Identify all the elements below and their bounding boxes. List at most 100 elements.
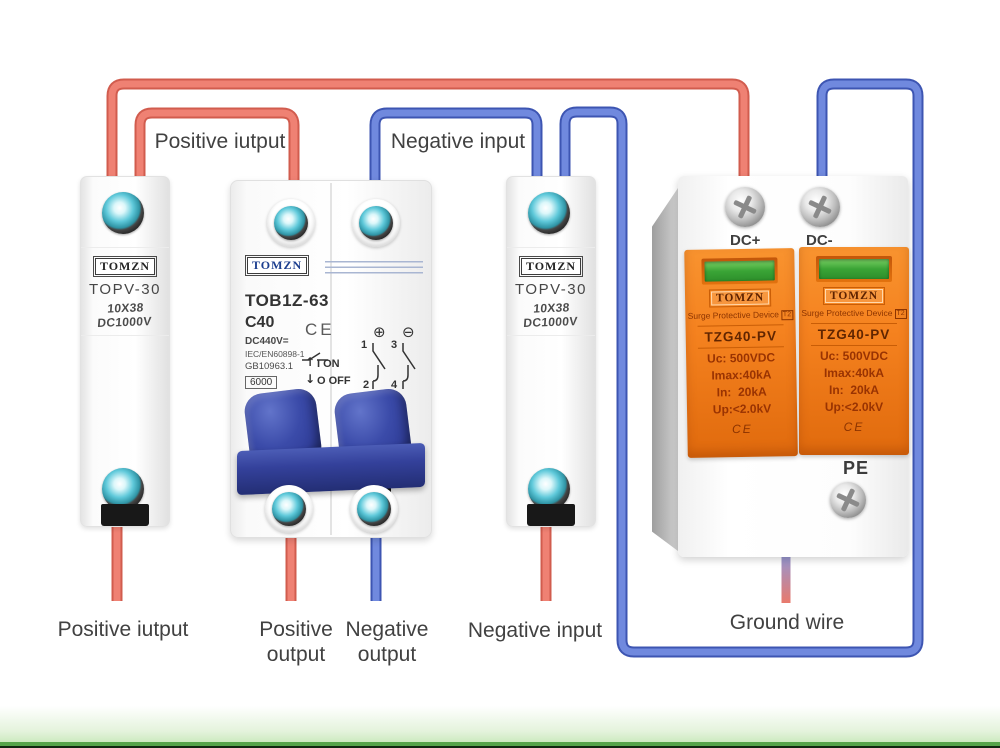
dc-breaker: TOMZN TOB1Z-63 C40 DC440V= IEC/EN60898-1…: [230, 180, 432, 538]
arrow-up-icon: ↑: [305, 355, 316, 369]
label-positive-output-line1: Positive: [259, 618, 333, 641]
brand-logo: TOMZN: [822, 287, 886, 305]
breaker-standard-2: GB10963.1: [245, 361, 294, 372]
dc-plus-terminal-label: DC+: [730, 232, 761, 249]
label-positive-output-line2: output: [266, 643, 326, 666]
label-negative-output-line1: Negative: [345, 618, 429, 641]
seam-line: [81, 247, 169, 248]
breaker-terminal-top-left: [267, 199, 315, 247]
breaker-terminal-top-right: [352, 199, 400, 247]
fuse-label-plate: TOMZN TOPV-30 10X38 DC1000V: [83, 256, 167, 330]
spd-side-face: [652, 182, 682, 554]
on-label: I ON: [317, 358, 340, 370]
terminal-number-2: 2: [363, 379, 370, 391]
status-window: [816, 256, 892, 282]
arrow-down-icon: ↓: [305, 372, 316, 386]
module-model: TZG40-PV: [697, 324, 784, 349]
ce-mark: CE: [731, 421, 753, 437]
label-bottom-negative-input: Negative input: [467, 619, 603, 642]
seam-line: [507, 335, 595, 336]
fuse-rating: 10X38 DC1000V: [522, 300, 579, 330]
breaker-standard-1: IEC/EN60898-1: [245, 349, 305, 359]
terminal-screw-icon: [272, 492, 306, 526]
status-window: [701, 257, 778, 285]
label-ground-wire: Ground wire: [729, 611, 845, 634]
terminal-number-3: 3: [391, 339, 398, 351]
polarity-minus-icon: ⊖: [402, 323, 415, 341]
off-label: O OFF: [317, 375, 351, 387]
footer-green-line: [0, 742, 1000, 746]
decorative-stripes-icon: [325, 261, 423, 275]
fuse-model: TOPV-30: [89, 281, 161, 298]
breaker-voltage: DC440V=: [245, 336, 289, 347]
label-negative-output-line2: output: [357, 643, 417, 666]
label-negative-output: Negative output: [335, 617, 439, 667]
terminal-screw-icon: [359, 206, 393, 240]
terminal-screw-icon: [528, 192, 570, 234]
breaker-model: TOB1Z-63: [245, 291, 329, 310]
label-bottom-positive-input: Positive iutput: [57, 618, 189, 641]
terminal-screw-icon: [357, 492, 391, 526]
breaker-current-rating: C40: [245, 314, 275, 331]
class-badge: T2: [894, 309, 907, 319]
spec-imax: Imax:40kA: [823, 366, 885, 380]
spec-uc: Uc: 500VDC: [819, 349, 889, 363]
ce-mark: CE: [305, 320, 335, 339]
module-model: TZG40-PV: [811, 323, 897, 346]
type-line2: Device: [752, 309, 779, 320]
terminal-screw-icon: [102, 192, 144, 234]
polarity-plus-icon: ⊕: [373, 323, 386, 341]
brand-logo: TOMZN: [708, 288, 772, 308]
seam-line: [81, 335, 169, 336]
label-top-positive-input: Positive iutput: [154, 130, 286, 153]
fuse-model: TOPV-30: [515, 281, 587, 298]
fuse-holder-right: TOMZN TOPV-30 10X38 DC1000V: [506, 176, 596, 527]
bottom-wire-connector: [527, 504, 575, 526]
breaker-breaking-capacity: 6000: [245, 376, 278, 389]
breaker-terminal-bottom-right: [350, 485, 398, 533]
footer-dark-edge: [0, 746, 1000, 748]
terminal-number-1: 1: [361, 339, 368, 351]
bottom-wire-connector: [101, 504, 149, 526]
ce-mark: CE: [843, 420, 865, 434]
spec-imax: Imax:40kA: [711, 367, 772, 383]
brand-logo: TOMZN: [518, 256, 584, 277]
fuse-rating: 10X38 DC1000V: [96, 300, 153, 330]
brand-logo: TOMZN: [92, 256, 158, 277]
terminal-screw-icon: [274, 206, 308, 240]
brand-logo: TOMZN: [244, 255, 310, 276]
spec-up: Up:<2.0kV: [824, 400, 884, 414]
fuse-holder-left: TOMZN TOPV-30 10X38 DC1000V: [80, 176, 170, 527]
pe-terminal-label: PE: [842, 458, 869, 478]
pole-circuit-symbol-icon: [372, 343, 416, 389]
pe-screw-icon: [830, 482, 866, 518]
seam-line: [507, 247, 595, 248]
dc-minus-terminal-label: DC-: [806, 232, 833, 249]
type-line1: Surge Protective: [801, 308, 865, 318]
label-positive-output: Positive output: [244, 617, 348, 667]
phillips-screw-icon: [800, 187, 840, 227]
terminal-number-4: 4: [391, 379, 398, 391]
pole-divider: [330, 183, 332, 535]
terminal-screw-icon: [528, 468, 570, 510]
type-line1: Surge Protective: [687, 309, 751, 321]
spec-in: In: 20kA: [716, 384, 767, 400]
breaker-terminal-bottom-left: [265, 485, 313, 533]
footer-gradient: [0, 706, 1000, 742]
status-indicator-green: [819, 259, 889, 279]
status-indicator-green: [704, 260, 775, 282]
terminal-screw-icon: [102, 468, 144, 510]
breaker-handle-tiebar: [237, 442, 425, 496]
phillips-screw-icon: [725, 187, 765, 227]
spec-uc: Uc: 500VDC: [706, 350, 776, 366]
spec-up: Up:<2.0kV: [712, 401, 772, 417]
type-line2: Device: [866, 308, 893, 318]
class-badge: T2: [780, 310, 794, 321]
